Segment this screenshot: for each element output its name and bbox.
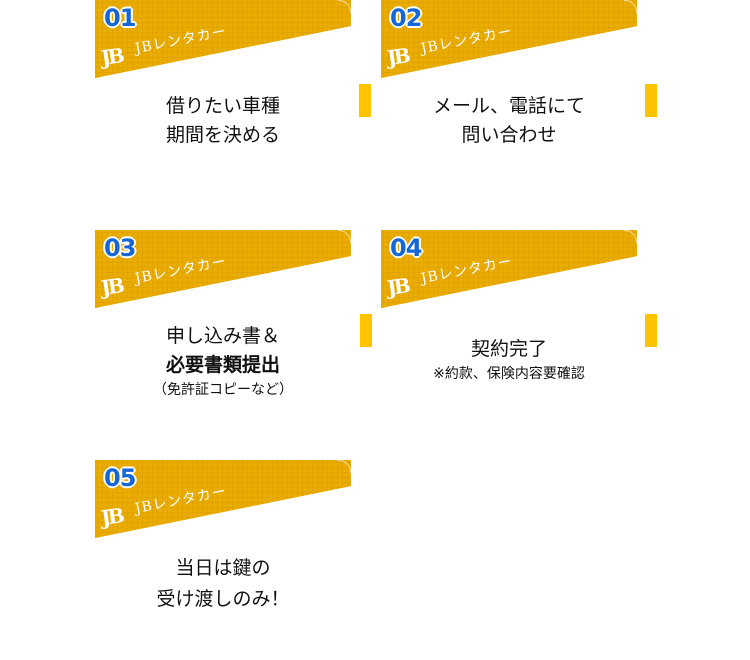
step-description: 借りたい車種 期間を決める [95,92,351,150]
step-description: 申し込み書＆ 必要書類提出 （免許証コピーなど） [95,322,351,400]
step-banner: 05 JB JBレンタカー [95,460,351,538]
arrow-marker [645,314,657,347]
step-banner: 04 JB JBレンタカー [381,230,637,308]
arrow-marker [359,84,371,117]
step-line: 契約完了 [470,338,547,360]
step-number: 05 [104,464,136,492]
jb-logo-icon: JB [99,503,124,530]
jb-logo-icon: JB [99,43,124,70]
step-line: 当日は鍵の [175,557,271,579]
step-number: 02 [390,4,422,32]
jb-logo-icon: JB [99,273,124,300]
step-banner: 02 JB JBレンタカー [381,0,637,78]
step-description: 契約完了 ※約款、保険内容要確認 [381,335,637,384]
step-line: 借りたい車種 [165,95,280,117]
step-description: メール、電話にて 問い合わせ [381,92,637,150]
step-number: 03 [104,234,136,262]
step-note: （免許証コピーなど） [153,382,293,398]
step-card-01: 01 JB JBレンタカー 借りたい車種 期間を決める [95,0,351,200]
step-line-bold: 必要書類提出 [165,354,280,376]
step-banner: 01 JB JBレンタカー [95,0,351,78]
arrow-marker [645,84,657,117]
step-line: 申し込み書＆ [165,325,280,347]
arrow-marker [360,314,372,347]
step-description: 当日は鍵の 受け渡しのみ！ [95,553,351,615]
step-card-03: 03 JB JBレンタカー 申し込み書＆ 必要書類提出 （免許証コピーなど） [95,230,351,430]
step-number: 04 [390,234,422,262]
step-note: ※約款、保険内容要確認 [433,366,585,382]
step-banner: 03 JB JBレンタカー [95,230,351,308]
step-line: メール、電話にて [432,95,585,117]
step-number: 01 [104,4,136,32]
step-line: 受け渡しのみ！ [156,588,290,610]
step-card-05: 05 JB JBレンタカー 当日は鍵の 受け渡しのみ！ [95,460,351,660]
step-line: 期間を決める [165,124,280,146]
step-card-04: 04 JB JBレンタカー 契約完了 ※約款、保険内容要確認 [381,230,637,430]
step-card-02: 02 JB JBレンタカー メール、電話にて 問い合わせ [381,0,637,200]
jb-logo-icon: JB [385,273,410,300]
step-line: 問い合わせ [461,124,557,146]
jb-logo-icon: JB [385,43,410,70]
